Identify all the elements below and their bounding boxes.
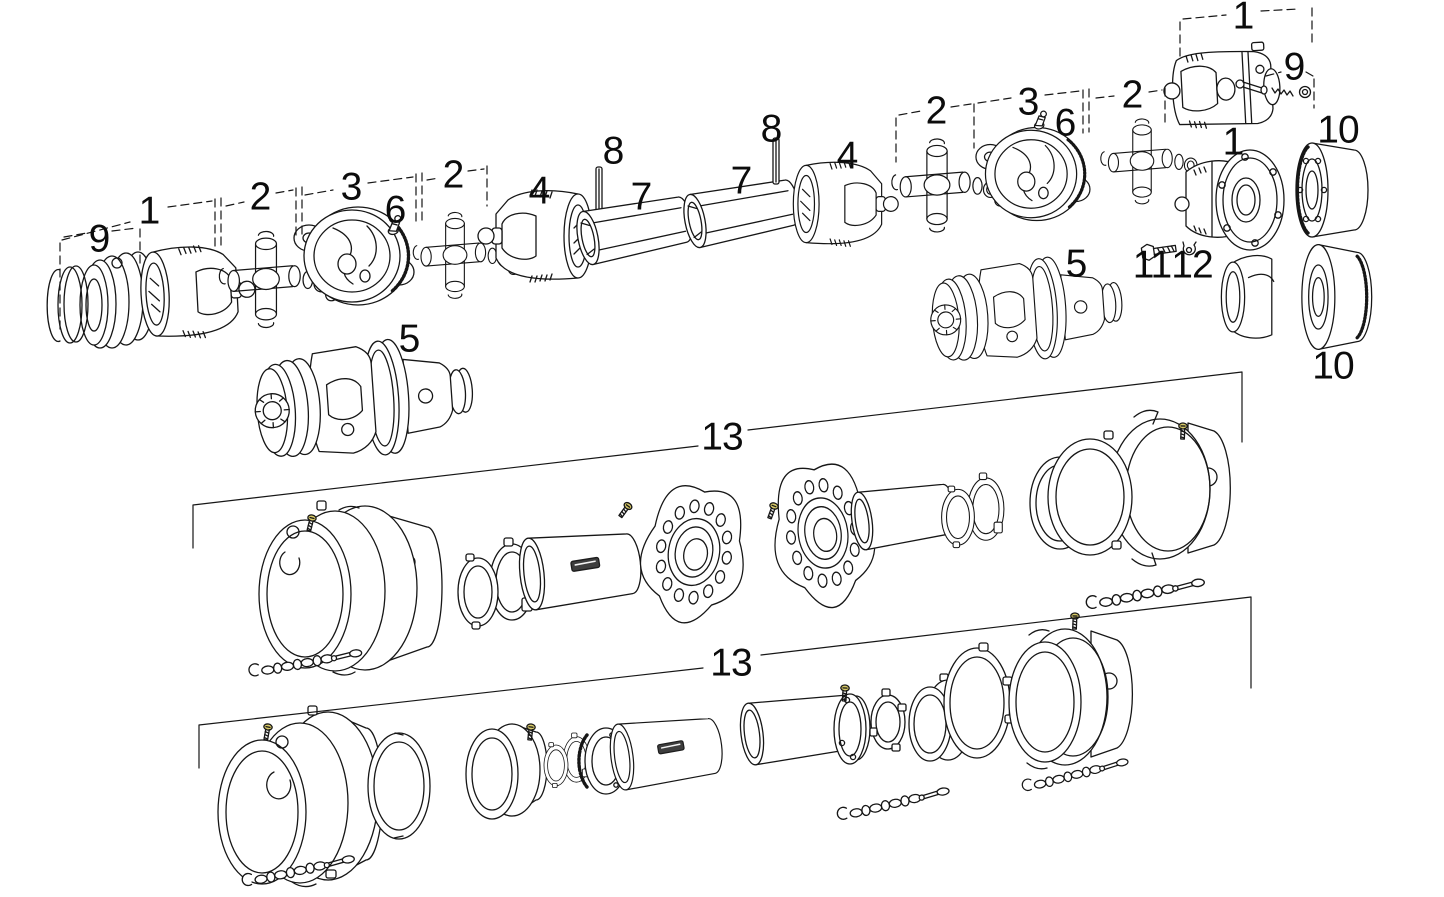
outer-yoke: [138, 242, 258, 342]
callout-9: 9: [88, 217, 111, 261]
guard-clamp-rings: [941, 472, 1005, 549]
callout-6: 6: [384, 188, 407, 232]
safety-chain: [835, 786, 952, 821]
callout-10: 10: [1312, 344, 1354, 388]
callout-4: 4: [528, 169, 551, 213]
callout-7: 7: [630, 175, 653, 219]
guard-clamp-ring: [869, 688, 907, 752]
callout-1: 1: [1232, 0, 1255, 38]
star-guard-plate: [630, 479, 757, 633]
callout-10: 10: [1317, 108, 1359, 152]
guard-flange: [833, 693, 871, 765]
callout-8: 8: [602, 129, 625, 173]
callout-5: 5: [1065, 242, 1088, 286]
guard-ring: [367, 732, 431, 840]
flange-yoke: [1174, 149, 1285, 251]
guard-bell: [1008, 628, 1134, 770]
guard-tube: [850, 483, 957, 551]
callout-2: 2: [925, 89, 948, 133]
guard-screw: [1069, 612, 1080, 630]
callout-7: 7: [730, 159, 753, 203]
guard-screw: [260, 722, 274, 742]
guard-bell-large: [217, 705, 384, 888]
callout-6: 6: [1054, 101, 1077, 145]
guard-cone-small: [465, 723, 548, 820]
callout-leader-lines-dashed: [59, 7, 1315, 334]
roll-pin: [772, 137, 780, 185]
wide-angle-joint-assembly: [250, 333, 478, 465]
guard-bell: [1029, 409, 1231, 567]
callout-leader-lines-solid: [192, 371, 1252, 769]
guard-ring-large: [943, 642, 1015, 759]
guard-bearing-tube: [606, 711, 727, 792]
callout-2: 2: [249, 175, 272, 219]
callout-13: 13: [710, 641, 752, 685]
lock-washer: [1182, 241, 1197, 256]
callout-8: 8: [760, 107, 783, 151]
callout-3: 3: [1017, 80, 1040, 124]
bearing-collar: [1295, 142, 1369, 238]
callout-2: 2: [1121, 73, 1144, 117]
guard-screw: [764, 501, 780, 521]
callout-12: 12: [1171, 243, 1213, 287]
wide-angle-joint-assembly: [926, 251, 1126, 368]
clamp-yoke: [1163, 41, 1281, 129]
callout-11: 11: [1132, 243, 1172, 287]
guard-screw: [616, 500, 634, 520]
callout-1: 1: [138, 189, 161, 233]
callout-3: 3: [340, 165, 363, 209]
callout-2: 2: [442, 153, 465, 197]
guard-bell: [258, 500, 443, 676]
guard-bearing-tube: [515, 526, 645, 612]
cone-pin-spring-nut-kit: [1235, 79, 1312, 99]
hex-bolt: [1140, 243, 1177, 261]
end-yoke-with-collar: [1220, 243, 1373, 351]
callout-4: 4: [836, 134, 859, 178]
roll-pin: [595, 166, 603, 216]
callout-13: 13: [701, 415, 743, 459]
callout-9: 9: [1283, 45, 1306, 89]
callout-5: 5: [398, 317, 421, 361]
callout-1: 1: [1222, 120, 1245, 164]
